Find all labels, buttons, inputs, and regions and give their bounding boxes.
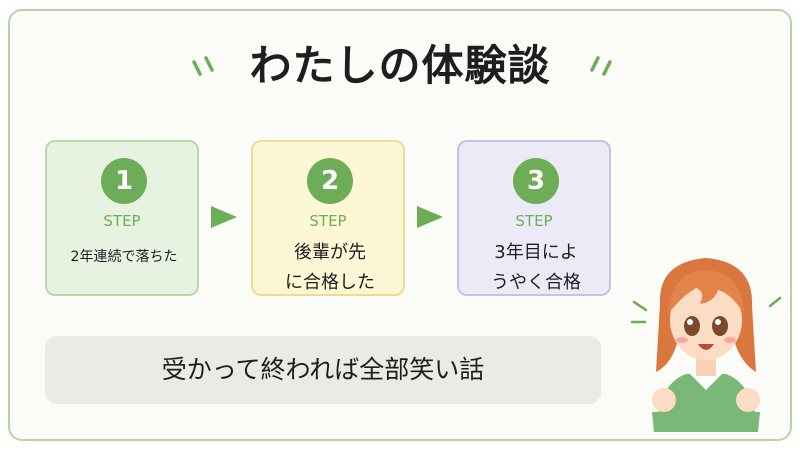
step-label: STEP (309, 212, 347, 230)
step-description: 後輩が先 に合格した (257, 238, 403, 298)
cheering-girl-illustration (630, 258, 782, 432)
step-number-badge: 1 (101, 158, 147, 204)
step-label: STEP (515, 212, 553, 230)
step-card-3: 3 STEP 3年目によ うやく合格 (457, 140, 611, 296)
step-description-line: うやく合格 (491, 272, 581, 293)
sparkle-tick-icon (590, 56, 612, 76)
step-description: 2年連続で落ちた (70, 249, 178, 265)
arrow-right-icon (417, 206, 443, 228)
arrow-right-icon (211, 206, 237, 228)
step-label: STEP (103, 212, 141, 230)
conclusion-banner: 受かって終われば全部笑い話 (45, 336, 601, 404)
step-card-1: 1 STEP 2年連続で落ちた (45, 140, 199, 296)
sparkle-tick-icon (192, 56, 214, 76)
page-title: わたしの体験談 (249, 41, 551, 90)
step-card-2: 2 STEP 後輩が先 に合格した (251, 140, 405, 296)
step-number-badge: 3 (513, 158, 559, 204)
step-description-line: 3年目によ (494, 242, 578, 263)
step-number-badge: 2 (307, 158, 353, 204)
step-description-line: 後輩が先 (294, 242, 366, 263)
step-description: 3年目によ うやく合格 (463, 238, 609, 298)
step-description-line: に合格した (285, 272, 375, 293)
